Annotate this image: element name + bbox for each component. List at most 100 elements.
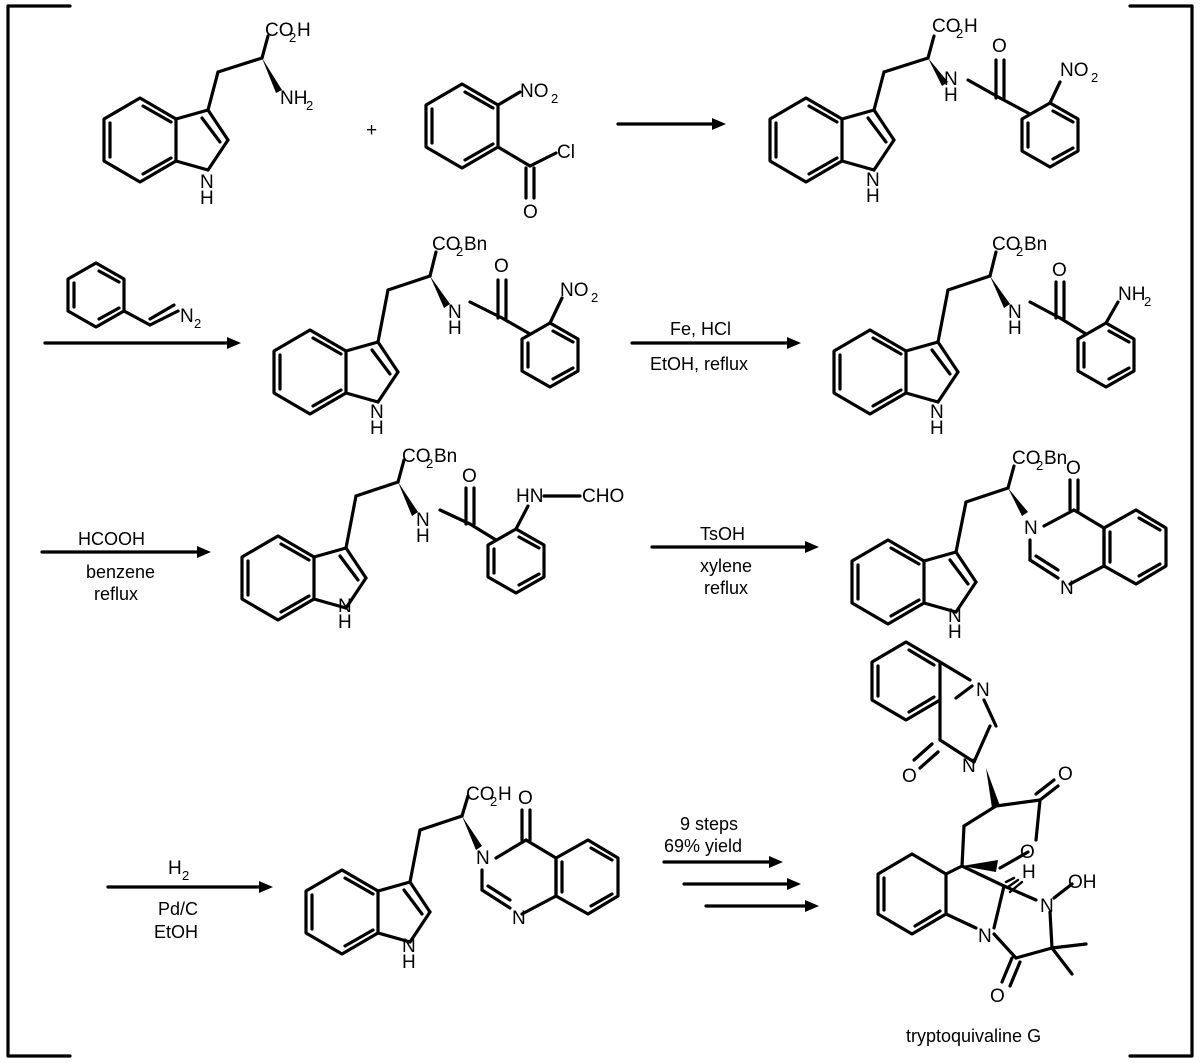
tq-o4: O: [902, 766, 917, 787]
tq-oh: OH: [1068, 872, 1097, 893]
amn-co2bn-sub: 2: [1016, 244, 1023, 259]
amn-co2bn-end: Bn: [1024, 234, 1047, 255]
nbc-cl: Cl: [557, 142, 575, 163]
compound-nitrobenzoyl-tryptophan: N H CO 2 H N H O NO 2: [768, 16, 1098, 207]
bzn-no2-sub: 2: [591, 290, 598, 305]
qz-o4: O: [1066, 458, 1081, 479]
ntrp-co2h: CO: [932, 16, 961, 37]
fmd-co2bn: CO: [402, 446, 431, 467]
condition-step6-bottom: EtOH: [154, 922, 198, 942]
reagent-phenyldiazomethane: N 2: [66, 261, 201, 331]
ntrp-indole-h: H: [866, 186, 880, 207]
qz-n3: N: [1024, 518, 1038, 539]
ntrp-co2h-end: H: [964, 16, 978, 37]
fmd-co2bn-sub: 2: [426, 456, 433, 471]
bzn-no2: NO: [560, 280, 589, 301]
compound-benzyl-ester-amino: N H CO 2 Bn N H O NH 2: [832, 234, 1151, 439]
ntrp-amide-h: H: [944, 85, 958, 106]
bzn-co2bn-end: Bn: [464, 234, 487, 255]
amn-amide-n: N: [1008, 302, 1022, 323]
ntrp-amide-o: O: [992, 36, 1007, 57]
qa-n1: N: [512, 908, 526, 929]
fmd-amide-n: N: [416, 510, 430, 531]
bzn-amide-n: N: [448, 302, 462, 323]
condition-step6-top: H: [168, 858, 182, 879]
qz-co2bn: CO: [1012, 448, 1041, 469]
arrow-step6-head: [259, 881, 273, 893]
condition-step7-bottom: 69% yield: [664, 836, 742, 856]
bzn-amide-o: O: [494, 256, 509, 277]
bzn-co2bn-sub: 2: [456, 244, 463, 259]
qz-n1: N: [1060, 578, 1074, 599]
qz-co2bn-sub: 2: [1036, 458, 1043, 473]
tryptophan-nh-n: N: [200, 172, 214, 193]
condition-step4-bottom: reflux: [94, 584, 138, 604]
reagent-n2-sub: 2: [194, 316, 201, 331]
arrow-step2-head: [227, 337, 241, 349]
qa-indole-h: H: [402, 952, 416, 973]
condition-step6-mid: Pd/C: [158, 899, 198, 919]
arrow-step1-head: [712, 118, 726, 130]
fmd-indole-h: H: [338, 612, 352, 633]
arrow-step5-head: [805, 541, 819, 553]
condition-step3-bottom: EtOH, reflux: [650, 354, 748, 374]
arrow-step7-a-head: [769, 856, 783, 868]
compound-quinazolinone-ester: N H CO 2 Bn N O N: [850, 448, 1168, 643]
ntrp-no2-sub: 2: [1091, 70, 1098, 85]
qa-o4: O: [518, 788, 533, 809]
compound-quinazolinone-acid: N H CO 2 H N O N: [304, 784, 620, 973]
qz-indole-n: N: [948, 606, 962, 627]
compound-nitrobenzoyl-chloride: NO 2 Cl O: [424, 81, 575, 223]
nbc-no2: NO: [520, 81, 549, 102]
amn-nh2-sub: 2: [1144, 294, 1151, 309]
condition-step4-top: HCOOH: [78, 529, 145, 549]
arrow-step3-head: [787, 337, 801, 349]
compound-benzyl-ester-nitro: N H CO 2 Bn N H O NO 2: [272, 234, 598, 439]
product-name: tryptoquivaline G: [906, 1026, 1041, 1046]
tryptophan-nh-h: H: [200, 188, 214, 209]
condition-step5-bottom: reflux: [704, 578, 748, 598]
fmd-amide-o: O: [462, 466, 477, 487]
tq-ketone-o: O: [990, 986, 1005, 1007]
ntrp-co2h-sub: 2: [956, 26, 963, 41]
amn-indole-h: H: [930, 418, 944, 439]
qa-co2h-end: H: [498, 784, 512, 805]
condition-step5-mid: xylene: [700, 556, 752, 576]
fmd-co2bn-end: Bn: [434, 446, 457, 467]
compound-tryptoquivaline-g: N N O O O H N OH N O: [870, 640, 1097, 1007]
qa-co2h: CO: [466, 784, 495, 805]
bzn-indole-n: N: [370, 402, 384, 423]
bzn-co2bn: CO: [432, 234, 461, 255]
tq-n1: N: [976, 680, 990, 701]
fmd-hn: HN: [516, 486, 543, 507]
arrow-step7-b-head: [787, 878, 801, 890]
arrow-step7-c-head: [805, 900, 819, 912]
fmd-indole-n: N: [338, 596, 352, 617]
ntrp-indole-n: N: [866, 170, 880, 191]
bzn-indole-h: H: [370, 418, 384, 439]
ntrp-no2: NO: [1060, 60, 1089, 81]
tryptophan-nh2-sub: 2: [306, 98, 313, 113]
tq-n-oh: N: [1040, 896, 1054, 917]
nbc-carbonyl-o: O: [523, 202, 538, 223]
tryptophan-nh2: NH: [280, 88, 307, 109]
amn-amide-o: O: [1052, 260, 1067, 281]
fmd-amide-h: H: [416, 526, 430, 547]
tryptophan-co2h-sub: 2: [289, 30, 296, 45]
tq-h: H: [1022, 862, 1036, 883]
compound-tryptophan: N H CO 2 H NH 2: [102, 20, 313, 209]
ntrp-amide-n: N: [944, 69, 958, 90]
condition-step6-top-sub: 2: [182, 868, 189, 883]
condition-step5-top: TsOH: [700, 524, 745, 544]
arrow-step4-head: [197, 546, 211, 558]
reagent-n2: N: [180, 306, 194, 327]
condition-step4-mid: benzene: [86, 562, 155, 582]
amn-nh2: NH: [1118, 284, 1145, 305]
tq-lactone-o: O: [1058, 764, 1073, 785]
amn-co2bn: CO: [992, 234, 1021, 255]
qz-indole-h: H: [948, 622, 962, 643]
amn-indole-n: N: [930, 402, 944, 423]
qz-co2bn-end: Bn: [1044, 448, 1067, 469]
tq-ring-o: O: [1020, 842, 1035, 863]
